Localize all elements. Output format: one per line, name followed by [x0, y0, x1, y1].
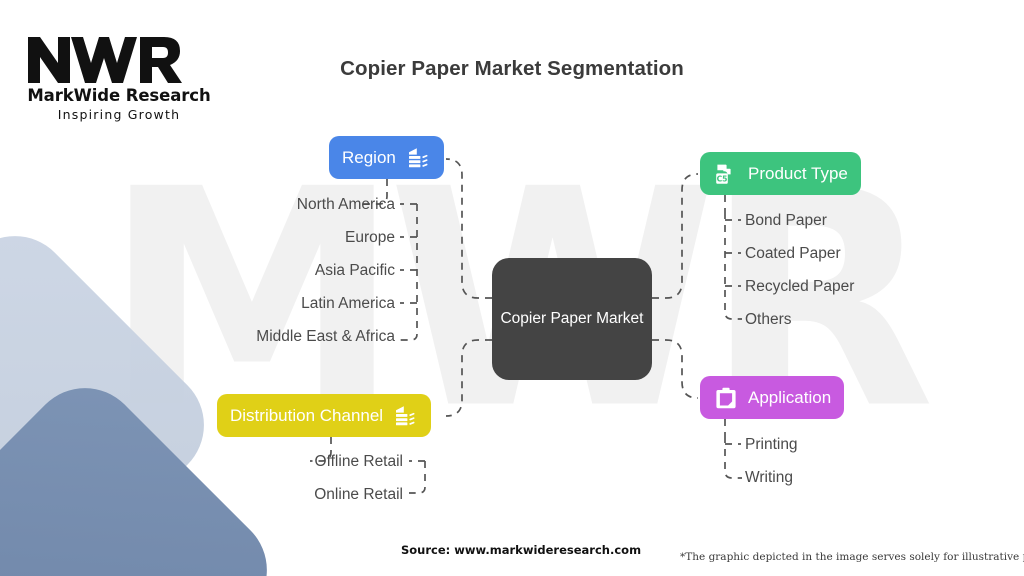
leaf-region-middle-east-africa[interactable]: Middle East & Africa	[256, 328, 395, 345]
center-node-label: Copier Paper Market	[500, 309, 644, 327]
disclaimer-label: *The graphic depicted in the image serve…	[680, 551, 1024, 563]
connector-application-branch	[724, 436, 742, 479]
document-c5-icon: C5	[713, 161, 739, 187]
leaf-region-asia-pacific[interactable]: Asia Pacific	[314, 262, 395, 279]
connector-distribution-branch	[409, 461, 426, 494]
clipboard-icon	[713, 385, 739, 411]
connector-center-product	[652, 173, 699, 299]
leaf-distribution-online-retail[interactable]: Online Retail	[314, 486, 403, 503]
leaf-region-europe[interactable]: Europe	[345, 229, 395, 246]
branch-badge-product-type[interactable]: C5 Product Type	[700, 152, 861, 195]
branch-badge-region[interactable]: Region	[329, 136, 444, 179]
connector-distribution-spine	[310, 437, 332, 462]
brand-tagline: Inspiring Growth	[57, 107, 181, 122]
leaf-distribution-offline-retail[interactable]: Offline Retail	[314, 453, 403, 470]
center-node[interactable]: Copier Paper Market	[492, 258, 652, 380]
leaf-application-printing[interactable]: Printing	[745, 436, 798, 453]
connector-region-branch	[400, 204, 418, 341]
connector-product-branch	[724, 212, 742, 320]
layers-stack-icon	[392, 403, 418, 429]
leaf-product-bond-paper[interactable]: Bond Paper	[745, 212, 827, 229]
leaf-application-writing[interactable]: Writing	[745, 469, 793, 486]
connector-region-spine	[362, 179, 388, 205]
leaf-product-others[interactable]: Others	[745, 311, 792, 328]
brand-logo: MarkWide Research Inspiring Growth	[24, 33, 214, 122]
leaf-product-coated-paper[interactable]: Coated Paper	[745, 245, 841, 262]
branch-badge-distribution-channel[interactable]: Distribution Channel	[217, 394, 432, 437]
svg-text:C5: C5	[717, 174, 728, 183]
mwr-logo-icon	[28, 37, 182, 83]
connector-center-region	[445, 158, 492, 299]
branch-badge-application[interactable]: Application	[700, 376, 845, 419]
branch-badge-region-label: Region	[342, 148, 396, 167]
leaf-product-recycled-paper[interactable]: Recycled Paper	[745, 278, 855, 295]
branch-badge-application-label: Application	[748, 388, 832, 407]
brand-name: MarkWide Research	[27, 86, 211, 105]
source-label: Source: www.markwideresearch.com	[401, 543, 642, 557]
branch-badge-distribution-channel-label: Distribution Channel	[230, 406, 384, 425]
leaf-region-latin-america[interactable]: Latin America	[301, 295, 395, 312]
leaf-region-north-america[interactable]: North America	[296, 196, 395, 213]
branch-badge-product-type-label: Product Type	[748, 164, 848, 183]
layers-stack-icon	[405, 145, 431, 171]
connector-center-application	[652, 339, 699, 399]
connector-center-distribution	[445, 339, 492, 417]
page-title: Copier Paper Market Segmentation	[340, 57, 684, 80]
